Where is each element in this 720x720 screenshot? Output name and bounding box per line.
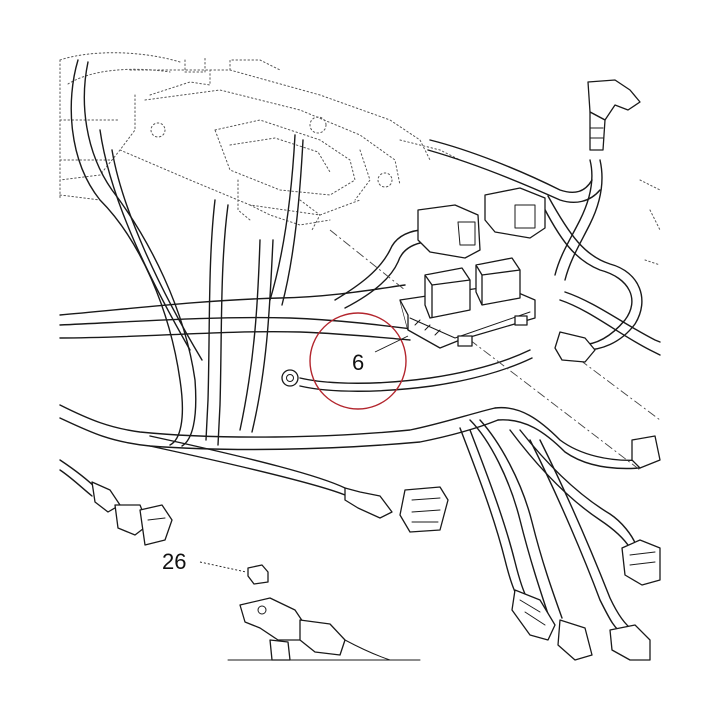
ring-terminal xyxy=(281,369,299,387)
upper-connectors xyxy=(417,79,641,259)
relay-box xyxy=(399,257,536,349)
highlight-circle xyxy=(309,312,407,410)
alignment-lines xyxy=(329,229,661,471)
inline-connectors xyxy=(344,331,661,661)
chassis-frame xyxy=(59,52,661,266)
harness-bundles xyxy=(59,59,661,636)
callout-6: 6 xyxy=(309,312,409,410)
callout-26: 26 xyxy=(162,549,247,574)
sensor-26 xyxy=(227,564,421,661)
left-sensor xyxy=(91,481,173,546)
callout-label-26: 26 xyxy=(162,549,186,574)
callout-label-6: 6 xyxy=(352,350,364,375)
